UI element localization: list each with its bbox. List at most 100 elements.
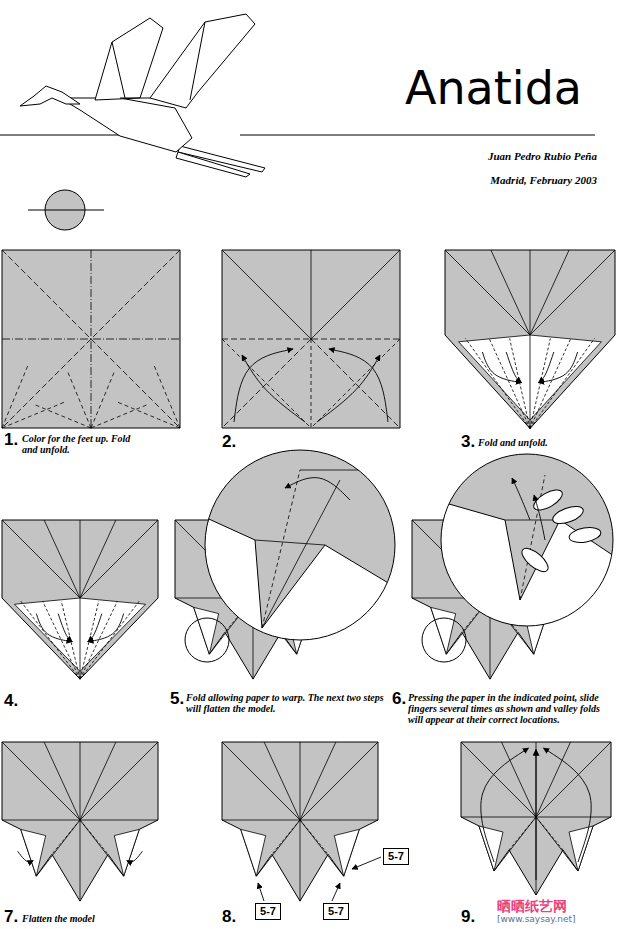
crease-line: [300, 742, 336, 820]
fold-arrow: [539, 352, 554, 383]
crease-line: [2, 520, 80, 598]
crease-line: [502, 742, 537, 817]
inner-layer: [479, 826, 503, 871]
fold-arrow: [512, 478, 530, 520]
fold-arrow: [329, 349, 388, 422]
crease-line: [530, 338, 595, 428]
crease-line: [461, 817, 536, 818]
callout-box: 5-7: [323, 903, 349, 920]
inner-layer: [21, 829, 46, 876]
finger: [568, 525, 602, 544]
fold-arrow: [539, 352, 578, 383]
author-name: Juan Pedro Rubio Peña: [420, 150, 597, 162]
crease-line: [536, 750, 537, 881]
step-number: 4.: [4, 692, 24, 711]
crease-line: [311, 250, 312, 339]
fold-arrow: [481, 748, 529, 862]
fold-arrow: [18, 851, 34, 862]
crease-line: [530, 250, 615, 335]
crease-line: [536, 742, 611, 817]
zoom-circle: [205, 450, 395, 640]
zoomed-flap: [200, 440, 400, 628]
zoomed-flap: [435, 450, 620, 600]
step-number: 8.: [222, 908, 242, 927]
color-symbol-line: [45, 210, 85, 211]
header-rule: [240, 135, 595, 136]
step-number: 9.: [461, 908, 481, 927]
callout-box: 5-7: [383, 848, 409, 865]
crease-line: [222, 339, 311, 428]
crease-line: [36, 405, 91, 428]
crease-line: [262, 470, 300, 628]
bird-crease: [190, 22, 205, 100]
zoom-circle: [441, 454, 613, 626]
crease-line: [80, 820, 108, 854]
crease-line: [2, 250, 180, 428]
crease-line: [536, 817, 611, 818]
detail-circle: [185, 618, 229, 662]
zoom-view: [435, 450, 620, 626]
step-instruction: Fold and unfold.: [478, 437, 608, 448]
finger: [551, 503, 586, 527]
title: Anatida: [405, 62, 582, 115]
crease-line: [80, 601, 139, 679]
fold-diagrams: [2, 250, 620, 901]
crease-line: [80, 520, 158, 598]
crease-line: [300, 820, 301, 901]
crease-line: [80, 820, 158, 821]
bird-neck: [20, 86, 80, 106]
callout-box: 5-7: [255, 903, 281, 920]
step-instruction: Pressing the paper in the indicated poin…: [408, 692, 615, 725]
fold-arrow: [506, 352, 521, 383]
crease-line: [80, 742, 158, 820]
fold-arrow: [482, 352, 521, 383]
color-symbol-line: [28, 210, 104, 211]
folded-model: [222, 742, 378, 901]
fold-arrow: [88, 614, 124, 642]
inner-layer: [334, 829, 359, 876]
callout-leaders: [258, 857, 381, 901]
crease-line: [536, 742, 571, 817]
step-number: 2.: [222, 433, 242, 452]
crease-line: [509, 817, 536, 850]
crease-line: [311, 339, 400, 428]
fold-arrow: [127, 851, 143, 862]
paper-square: [2, 250, 180, 428]
step-number: 7.: [4, 908, 24, 927]
crease-line: [80, 742, 81, 820]
crease-line: [43, 601, 80, 679]
crease-line: [80, 601, 117, 679]
crease-line: [530, 250, 569, 335]
crease-line: [115, 401, 180, 428]
crease-line: [80, 742, 116, 820]
crease-line: [272, 820, 300, 854]
step-instruction: Fold allowing paper to warp. The next tw…: [186, 692, 386, 714]
folded-model: [2, 520, 158, 679]
crease-line: [91, 373, 114, 428]
crease-line: [2, 742, 80, 820]
color-side-symbol: [45, 190, 85, 230]
bird-wing: [150, 14, 255, 108]
crease-line: [530, 338, 550, 428]
crease-line: [80, 820, 81, 901]
crease-line: [222, 250, 311, 339]
crease-line: [465, 338, 530, 428]
step-number: 1.: [4, 431, 24, 450]
watermark-url: [www.saysay.net]: [497, 915, 576, 925]
crease-line: [300, 470, 400, 471]
crease-line: [530, 338, 571, 428]
inner-layer: [241, 829, 266, 876]
crease-line: [44, 520, 80, 598]
fold-arrow: [234, 349, 293, 422]
crease-line: [311, 339, 400, 428]
crease-line: [530, 250, 531, 335]
crease-line: [520, 475, 545, 600]
leader-arrow: [332, 883, 340, 901]
crease-line: [311, 250, 400, 339]
bird-figure: [20, 14, 265, 177]
fold-arrow: [544, 748, 592, 862]
bird-body: [60, 98, 192, 152]
finger: [518, 544, 552, 575]
bird-crease: [112, 42, 125, 98]
